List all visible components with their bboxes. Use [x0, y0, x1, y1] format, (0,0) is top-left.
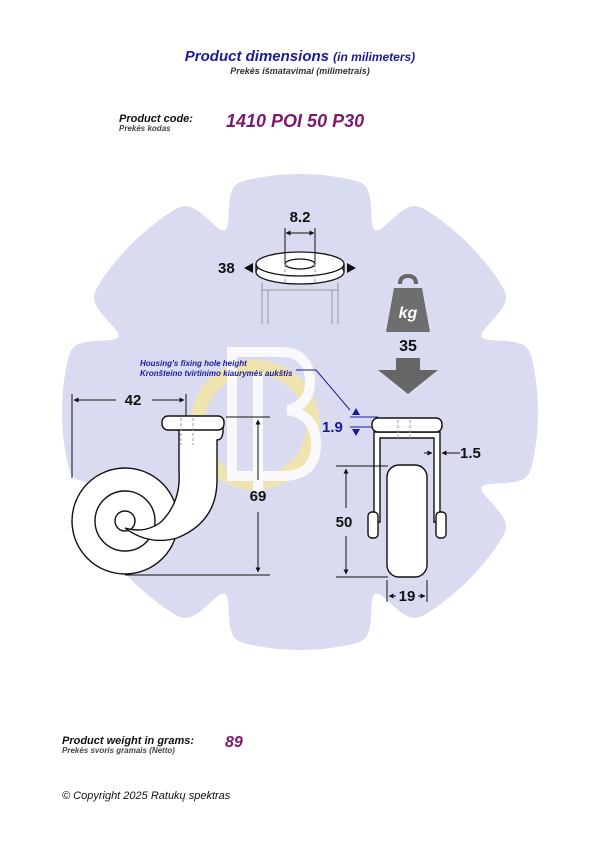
page-subtitle: Prekės išmatavimai (milimetrais) [230, 66, 370, 76]
product-weight-label-sub: Prekės svoris gramais (Netto) [62, 746, 175, 755]
product-weight-label: Product weight in grams: [62, 735, 195, 747]
hole-height-arrow-bottom [352, 429, 360, 436]
hole-height-note-line2: Kronšteino tvirtinimo kiaurymės aukštis [140, 369, 293, 378]
hole-height-note-line1: Housing's fixing hole height [140, 359, 247, 368]
load-capacity-value: 35 [399, 338, 417, 355]
product-code-label: Product code: [119, 113, 193, 125]
weight-icon [386, 273, 430, 332]
dim-wheel-diameter-lines [336, 465, 388, 578]
weight-icon-label: kg [399, 305, 418, 322]
product-code-value: 1410 POI 50 P30 [226, 111, 365, 131]
dim-wheel-width: 19 [399, 588, 416, 605]
page-title: Product dimensions (in milimeters) [0, 48, 600, 65]
title-main: Product dimensions [184, 48, 329, 65]
copyright-text: © Copyright 2025 Ratukų spektras [62, 790, 231, 802]
plate-diameter-right-arrow [347, 263, 356, 273]
dim-offset: 42 [125, 392, 142, 409]
dim-offset-lines [71, 394, 187, 478]
dim-plate-thickness: 1.5 [460, 445, 481, 462]
hole-height-arrow-top [352, 408, 360, 415]
product-weight-value: 89 [225, 734, 243, 751]
load-arrow [378, 358, 438, 394]
plate-diameter-left-arrow [244, 263, 253, 273]
dim-total-height: 69 [250, 488, 267, 505]
hole-height-leader [296, 369, 351, 411]
dim-wheel-width-lines [386, 580, 428, 602]
top-plate-view [255, 251, 345, 324]
dim-hole-height: 1.9 [322, 419, 343, 436]
dim-total-height-lines [125, 416, 270, 576]
dim-top-plate-diameter: 38 [218, 260, 235, 277]
dim-plate-thickness-lines [424, 440, 460, 462]
caster-side-view [71, 415, 225, 575]
product-code-label-sub: Prekės kodas [119, 124, 171, 133]
dim-hole-diameter-lines [284, 228, 316, 262]
title-unit: (in milimeters) [333, 50, 416, 64]
dim-hole-diameter: 8.2 [290, 209, 311, 226]
dim-wheel-diameter: 50 [336, 514, 353, 531]
